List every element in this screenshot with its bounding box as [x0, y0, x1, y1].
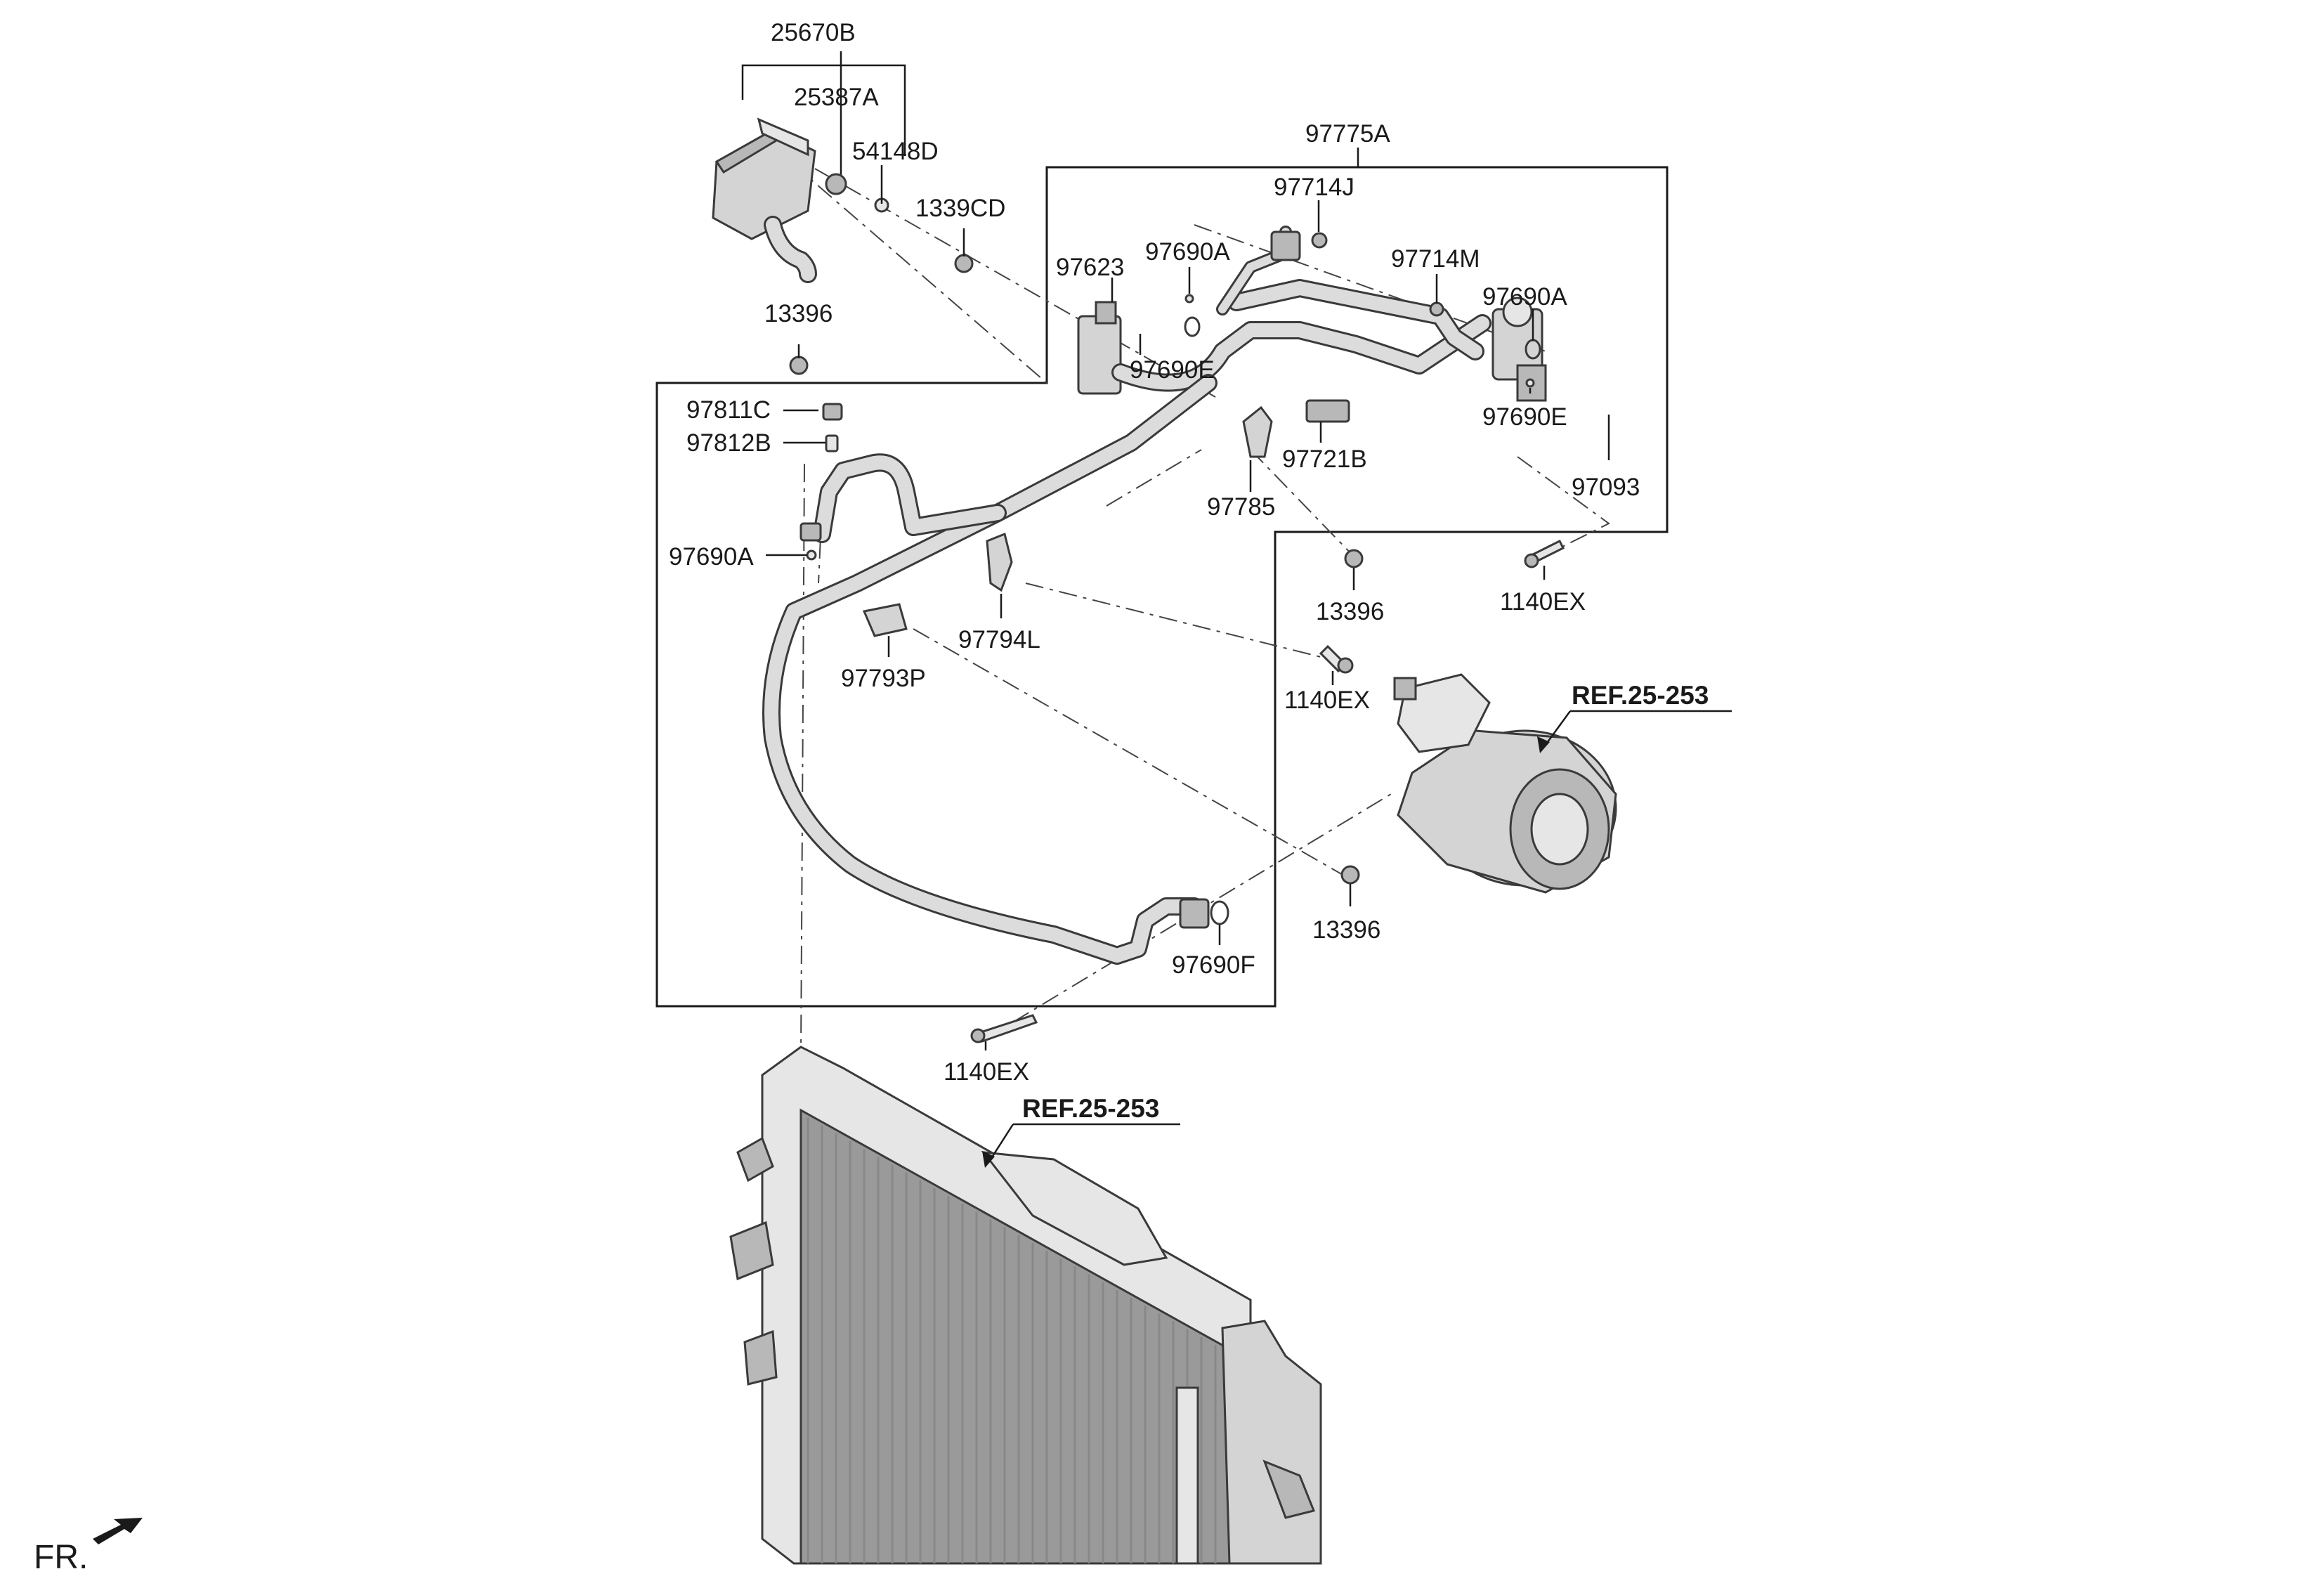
- label-97721B: 97721B: [1282, 445, 1367, 473]
- label-13396-top: 13396: [764, 300, 833, 327]
- leader-lines: [766, 165, 1732, 1160]
- radiator-condenser: [729, 1046, 1322, 1565]
- label-25670B: 25670B: [771, 19, 856, 46]
- label-97690E-right: 97690E: [1482, 403, 1567, 431]
- label-54148D: 54148D: [852, 138, 939, 165]
- ref-label-compressor[interactable]: REF.25-253: [1572, 681, 1709, 710]
- label-1140EX-middle: 1140EX: [1284, 686, 1370, 714]
- label-97623: 97623: [1056, 254, 1124, 281]
- label-13396-bottom: 13396: [1312, 916, 1380, 944]
- label-97811C: 97811C: [686, 396, 771, 424]
- label-1140EX-right: 1140EX: [1500, 588, 1586, 616]
- label-1339CD: 1339CD: [915, 195, 1005, 222]
- label-97690A-top: 97690A: [1145, 238, 1230, 266]
- label-25387A: 25387A: [794, 84, 879, 111]
- label-97093: 97093: [1572, 474, 1640, 501]
- label-97785: 97785: [1207, 493, 1275, 521]
- label-97793P: 97793P: [841, 665, 926, 692]
- label-97714J: 97714J: [1274, 174, 1354, 201]
- label-97714M: 97714M: [1391, 245, 1480, 273]
- assembly-frame-left: [655, 166, 1669, 1008]
- ac-compressor: [1393, 673, 1617, 894]
- bracket-25670B: [741, 51, 906, 176]
- discharge-hose: [762, 374, 1360, 1043]
- label-13396-middle: 13396: [1316, 598, 1384, 625]
- label-97775A: 97775A: [1305, 120, 1390, 148]
- label-97794L: 97794L: [958, 626, 1040, 653]
- label-97690A-left: 97690A: [669, 543, 754, 571]
- label-97690E-left: 97690E: [1130, 356, 1215, 384]
- front-direction-label: FR.: [34, 1539, 88, 1576]
- bolt-1140EX-right: [1524, 539, 1565, 568]
- label-97690A-right: 97690A: [1482, 283, 1567, 311]
- label-1140EX-bottom: 1140EX: [944, 1058, 1029, 1086]
- ref-arrowhead-radiator: [982, 1151, 995, 1168]
- ref-arrowhead-compressor: [1537, 736, 1550, 753]
- reservoir-tank: [712, 117, 974, 375]
- label-97690F: 97690F: [1172, 951, 1255, 979]
- part-labels: 25670B 25387A 54148D 1339CD 13396 97811C…: [669, 19, 1709, 1123]
- label-97812B: 97812B: [686, 429, 771, 457]
- ref-label-radiator[interactable]: REF.25-253: [1022, 1094, 1159, 1123]
- hose-assembly-97775A: [1077, 226, 1547, 568]
- front-direction-arrow-icon: [93, 1518, 143, 1544]
- bolt-1140EX-middle: [1319, 644, 1354, 674]
